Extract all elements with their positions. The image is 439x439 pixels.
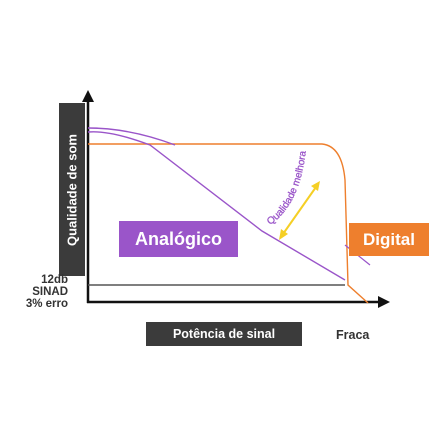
threshold-label-line-1: 12db — [41, 274, 68, 286]
x-axis-arrowhead — [378, 296, 390, 308]
digital-series-line — [88, 143, 369, 304]
threshold-label-line-3: 3% erro — [25, 298, 68, 310]
improvement-arrow-icon — [279, 181, 320, 240]
analog-series-upper-line — [87, 127, 176, 146]
threshold-label: 12db SINAD 3% erro — [22, 274, 68, 310]
y-axis-label-box: Qualidade de som — [59, 103, 85, 276]
threshold-label-line-2: SINAD — [32, 286, 68, 298]
analog-series-line — [87, 131, 346, 281]
y-axis-arrowhead — [82, 90, 94, 102]
improvement-annotation: Qualidade melhorada — [0, 0, 309, 227]
x-axis-end-label: Fraca — [336, 328, 370, 342]
x-axis-label: Potência de sinal — [172, 327, 276, 341]
legend-digital: Digital — [349, 223, 429, 256]
legend-analog: Analógico — [119, 221, 238, 257]
y-axis-label: Qualidade de som — [64, 133, 80, 246]
x-axis-label-box: Potência de sinal — [146, 322, 302, 346]
